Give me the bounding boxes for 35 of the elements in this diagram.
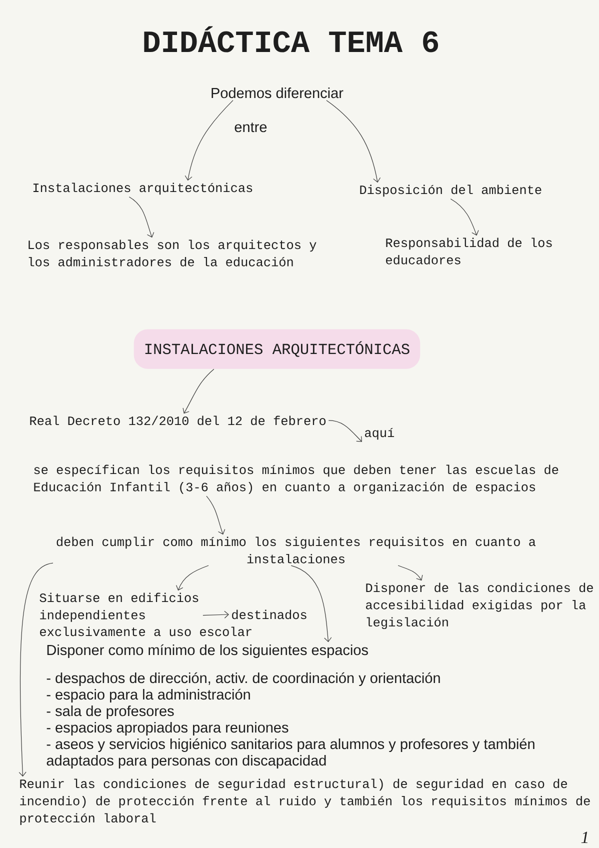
list-item: - espacios apropiados para reuniones xyxy=(46,722,288,736)
title: DIDÁCTICA TEMA 6 xyxy=(144,26,438,52)
arrow xyxy=(290,565,332,642)
intro-text: Podemos diferenciar xyxy=(212,88,344,98)
note-text: destinados xyxy=(232,610,306,620)
arrow xyxy=(128,196,154,238)
note-text: Responsabilidad de los educadores xyxy=(386,238,552,264)
arrow xyxy=(328,420,362,442)
arrow xyxy=(450,198,479,236)
paragraph: deben cumplir como mínimo los siguientes requisitos en cuanto a instalaciones xyxy=(56,536,536,564)
arrow xyxy=(326,100,381,183)
arrow xyxy=(18,562,54,777)
arrow xyxy=(206,496,226,535)
arrow xyxy=(202,610,229,618)
arrow xyxy=(176,565,209,591)
requirement-text: Disponer como mínimo de los siguientes espacios xyxy=(47,644,368,658)
arrow xyxy=(398,565,423,581)
connector-word: entre xyxy=(234,122,267,132)
note-text: exclusivamente a uso escolar xyxy=(40,626,252,636)
decree-text: Real Decreto 132/2010 del 12 de febrero xyxy=(30,416,326,426)
paragraph: Reunir las condiciones de seguridad estructural) de seguridad en caso de incendio) de protección frente al ruido y también los requisitos mínimos de protección laboral xyxy=(20,778,590,826)
concept-label: Disposición del ambiente xyxy=(360,184,542,197)
list-item: - despachos de dirección, activ. de coordinación y orientación xyxy=(46,672,440,686)
highlighted-heading: INSTALACIONES ARQUITECTÓNICAS xyxy=(134,329,420,369)
list-item: - espacio para la administración xyxy=(46,688,250,703)
list-item: - sala de profesores xyxy=(46,706,174,720)
concept-label: Instalaciones arquitectónicas xyxy=(33,182,252,195)
paragraph: se específican los requisitos mínimos que deben tener las escuelas de Educación Infantil (3-6 años) en cuanto a organización de espacios xyxy=(34,464,558,494)
arrow xyxy=(182,368,214,414)
page-number: 1 xyxy=(581,832,588,843)
list-item: - aseos y servicios higiénico sanitarios para alumnos y profesores y también adaptados para personas con discapacidad xyxy=(46,738,534,768)
note-text: aquí xyxy=(365,428,394,440)
arrow xyxy=(184,100,234,181)
requirement-text: Disponer de las condiciones de accesibilidad exigidas por la legislación xyxy=(366,582,593,630)
note-text: Los responsables son los arquitectos y los administradores de la educación xyxy=(28,240,316,266)
